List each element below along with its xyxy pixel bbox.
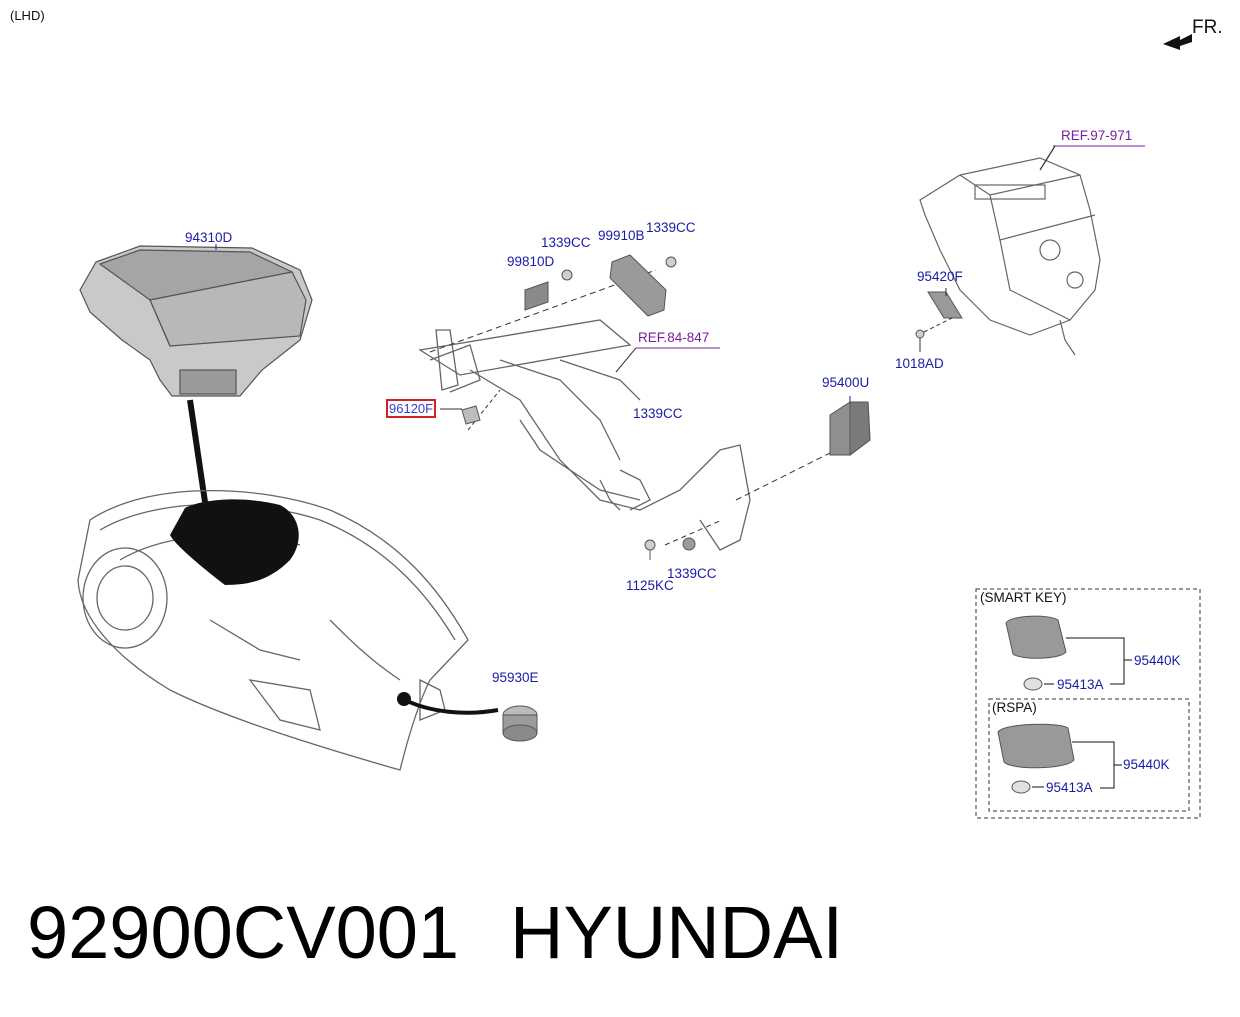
front-arrow-icon <box>1163 34 1192 50</box>
ref-label-97-971[interactable]: REF.97-971 <box>1061 128 1133 143</box>
ref-label-84-847[interactable]: REF.84-847 <box>638 330 710 345</box>
instrument-cluster-part <box>79 245 313 397</box>
hvac-module-part <box>919 157 1101 356</box>
part-label-95413A-rspa[interactable]: 95413A <box>1046 780 1093 795</box>
cowl-crossmember-part <box>418 319 751 551</box>
dashboard-part <box>77 489 469 771</box>
part-label-94310D[interactable]: 94310D <box>185 230 233 245</box>
part-label-99910B[interactable]: 99910B <box>598 228 645 243</box>
small-parts <box>461 254 696 560</box>
part-label-95930E[interactable]: 95930E <box>492 670 539 685</box>
part-label-1125KC[interactable]: 1125KC <box>626 578 674 593</box>
part-label-96120F-highlighted[interactable]: 96120F <box>386 399 437 418</box>
smart-key-box <box>975 588 1201 819</box>
part-label-95440K-rspa[interactable]: 95440K <box>1123 757 1170 772</box>
key-leader-lines <box>1032 637 1132 789</box>
smart-key-fob <box>1005 615 1067 691</box>
part-label-1018AD[interactable]: 1018AD <box>895 356 944 371</box>
front-direction-label: FR. <box>1192 17 1223 38</box>
smart-key-module-part <box>829 401 871 456</box>
part-label-95400U[interactable]: 95400U <box>822 375 870 390</box>
smart-key-title: (SMART KEY) <box>980 590 1067 605</box>
rspa-title: (RSPA) <box>992 700 1037 715</box>
cluster-pointer-line <box>187 399 208 503</box>
part-label-95420F[interactable]: 95420F <box>917 269 963 284</box>
sensor-part <box>502 705 538 742</box>
part-label-95413A-smart[interactable]: 95413A <box>1057 677 1104 692</box>
part-label-95440K-smart[interactable]: 95440K <box>1134 653 1181 668</box>
part-label-99810D[interactable]: 99810D <box>507 254 555 269</box>
rspa-key-fob <box>997 723 1075 794</box>
footer-brand: HYUNDAI <box>510 891 844 974</box>
footer-part-number: 92900CV001 <box>27 891 460 974</box>
part-label-1339CC-c[interactable]: 1339CC <box>633 406 683 421</box>
part-label-1339CC-b[interactable]: 1339CC <box>646 220 696 235</box>
part-label-1339CC-d[interactable]: 1339CC <box>667 566 717 581</box>
part-label-1339CC-a[interactable]: 1339CC <box>541 235 591 250</box>
variant-label: (LHD) <box>10 8 45 23</box>
cluster-location-highlight <box>170 499 299 585</box>
